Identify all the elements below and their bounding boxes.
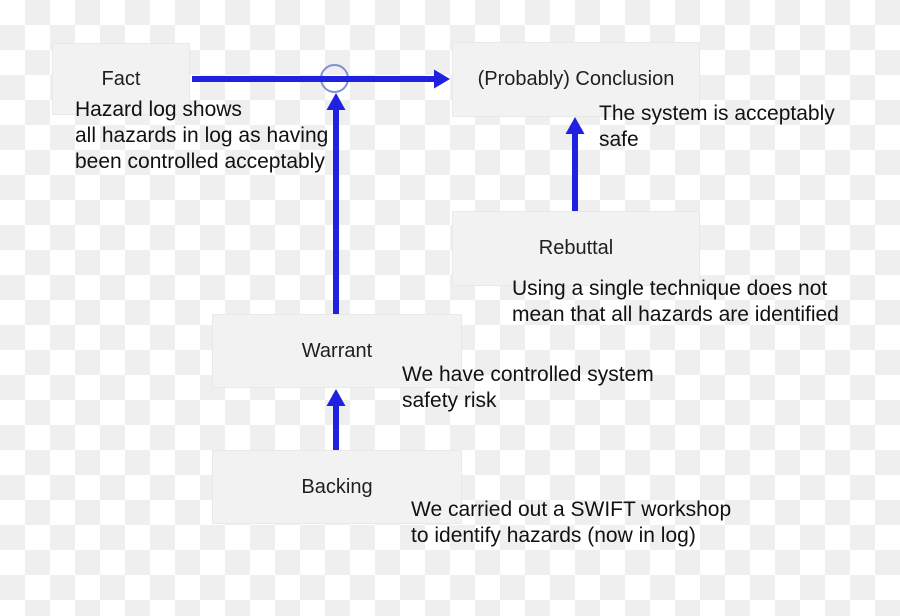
warrant-annotation: We have controlled system safety risk — [402, 363, 654, 412]
backing-annotation: We carried out a SWIFT workshop to ident… — [411, 498, 732, 547]
rebuttal-annotation: Using a single technique does not mean t… — [512, 277, 839, 326]
conclusion-annotation: The system is acceptably safe — [599, 102, 835, 151]
fact-to-conclusion-arrow — [192, 69, 450, 89]
rebuttal-to-conclusion-arrow — [565, 117, 585, 211]
fact-label: Fact — [101, 67, 141, 90]
rebuttal-box: Rebuttal — [452, 211, 700, 286]
warrant-label: Warrant — [301, 339, 373, 362]
conclusion-label: (Probably) Conclusion — [477, 68, 675, 90]
backing-to-warrant-arrow — [326, 389, 346, 450]
backing-box: Backing — [212, 450, 462, 524]
fact-box: Fact — [52, 43, 190, 115]
junction-circle-icon — [320, 64, 349, 93]
conclusion-box: (Probably) Conclusion — [452, 42, 700, 117]
backing-label: Backing — [301, 475, 373, 498]
warrant-to-junction-arrow — [326, 93, 346, 314]
rebuttal-label: Rebuttal — [538, 237, 614, 259]
warrant-box: Warrant — [212, 314, 462, 388]
fact-annotation: Hazard log shows all hazards in log as h… — [75, 98, 329, 173]
